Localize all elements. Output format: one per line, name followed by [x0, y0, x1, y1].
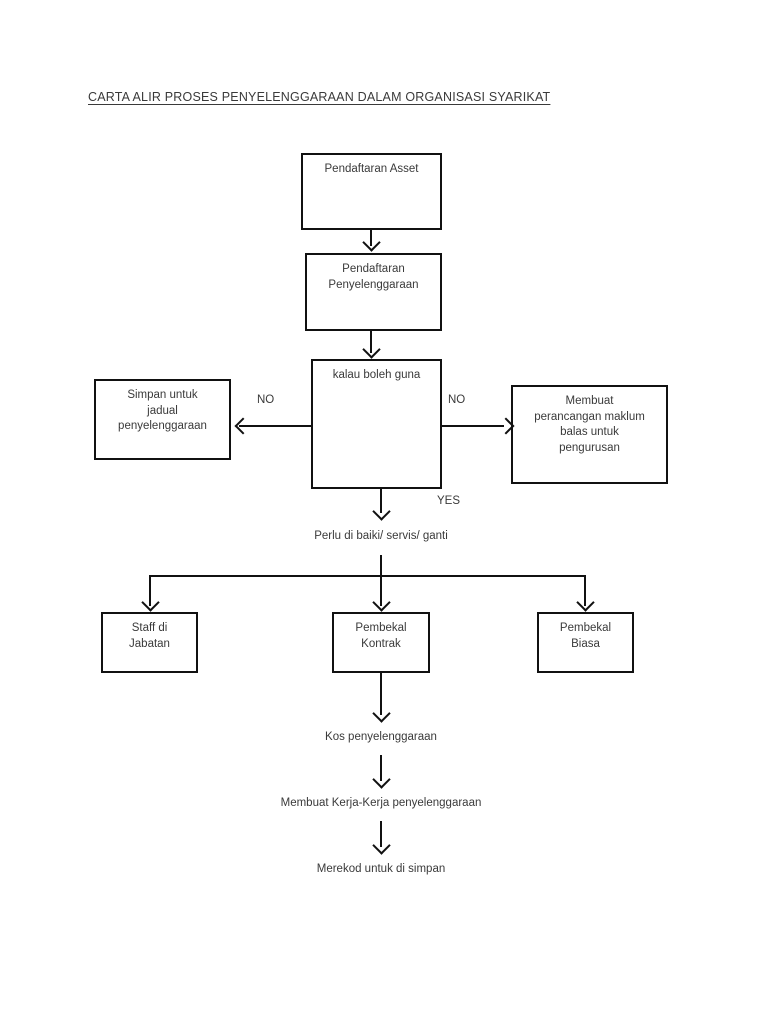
connector-bus-n8-arrowhead	[372, 593, 391, 612]
node-pembekal-kontrak-label: Pembekal Kontrak	[355, 622, 407, 650]
node-staff-di-jabatan[interactable]: Staff di Jabatan	[101, 612, 198, 673]
split-bus-horizontal	[149, 575, 586, 577]
node-kos-penyelenggaraan-label: Kos penyelenggaraan	[325, 731, 437, 743]
connector-n3-n4-line	[239, 425, 311, 427]
node-kalau-boleh-guna-label: kalau boleh guna	[332, 369, 421, 381]
node-pembekal-kontrak[interactable]: Pembekal Kontrak	[332, 612, 430, 673]
connector-n10-n11-arrowhead	[372, 770, 391, 789]
node-membuat-kerja-kerja: Membuat Kerja-Kerja penyelenggaraan	[181, 797, 581, 809]
connector-n3-n5-line	[442, 425, 504, 427]
node-merekod-untuk-di-simpan: Merekod untuk di simpan	[231, 863, 531, 875]
node-membuat-perancangan-maklum-balas-label: Membuat perancangan maklum balas untuk p…	[534, 395, 645, 454]
connector-bus-n7-line	[149, 575, 151, 606]
connector-n3-n6-arrowhead	[372, 502, 391, 521]
connector-n3-n4-arrowhead	[234, 417, 252, 435]
edge-label-no-right: NO	[448, 394, 466, 406]
edge-label-no-left: NO	[257, 394, 275, 406]
node-pembekal-biasa-label: Pembekal Biasa	[559, 622, 612, 650]
node-membuat-perancangan-maklum-balas[interactable]: Membuat perancangan maklum balas untuk p…	[511, 385, 668, 484]
connector-bus-n7-arrowhead	[141, 593, 160, 612]
node-pendaftaran-penyelenggaraan[interactable]: Pendaftaran Penyelenggaraan	[305, 253, 442, 331]
node-pembekal-biasa[interactable]: Pembekal Biasa	[537, 612, 634, 673]
connector-n1-n2-line	[370, 230, 372, 246]
connector-n3-n6-line	[380, 489, 382, 513]
connector-n2-n3-line	[370, 331, 372, 353]
connector-n11-n12-line	[380, 821, 382, 847]
connector-bus-n9-line	[584, 575, 586, 606]
node-kalau-boleh-guna[interactable]: kalau boleh guna	[311, 359, 442, 489]
node-simpan-untuk-jadual[interactable]: Simpan untuk jadual penyelenggaraan	[94, 379, 231, 460]
connector-bus-n8-line	[380, 575, 382, 606]
connector-n1-n2-arrowhead	[362, 233, 381, 252]
node-membuat-kerja-kerja-label: Membuat Kerja-Kerja penyelenggaraan	[280, 797, 482, 809]
node-staff-di-jabatan-label: Staff di Jabatan	[129, 622, 170, 650]
node-pendaftaran-asset-label: Pendaftaran Asset	[324, 163, 419, 175]
node-perlu-di-baiki: Perlu di baiki/ servis/ ganti	[231, 530, 531, 542]
node-pendaftaran-penyelenggaraan-label: Pendaftaran Penyelenggaraan	[328, 263, 419, 291]
connector-n8-n10-line	[380, 673, 382, 715]
node-pendaftaran-asset[interactable]: Pendaftaran Asset	[301, 153, 442, 230]
split-bus-stem	[380, 555, 382, 576]
node-perlu-di-baiki-label: Perlu di baiki/ servis/ ganti	[314, 530, 448, 542]
page-title: CARTA ALIR PROSES PENYELENGGARAAN DALAM …	[88, 90, 551, 104]
connector-n10-n11-line	[380, 755, 382, 781]
connector-n8-n10-arrowhead	[372, 704, 391, 723]
connector-n2-n3-arrowhead	[362, 340, 381, 359]
node-simpan-untuk-jadual-label: Simpan untuk jadual penyelenggaraan	[118, 389, 207, 433]
node-merekod-untuk-di-simpan-label: Merekod untuk di simpan	[316, 863, 446, 875]
edge-label-yes: YES	[437, 495, 461, 507]
connector-n11-n12-arrowhead	[372, 836, 391, 855]
node-kos-penyelenggaraan: Kos penyelenggaraan	[231, 731, 531, 743]
connector-bus-n9-arrowhead	[576, 593, 595, 612]
